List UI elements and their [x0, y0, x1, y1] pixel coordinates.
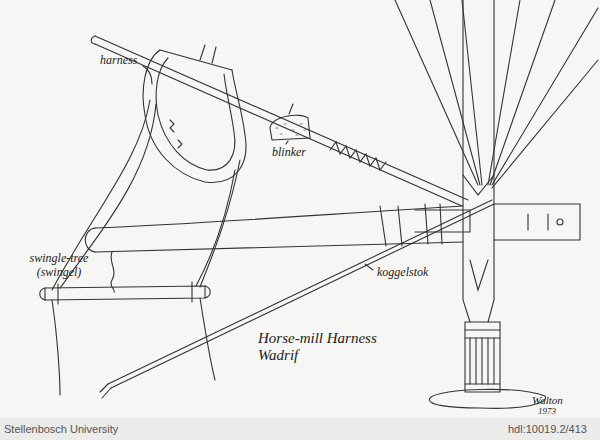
part-label: koggelstok — [377, 266, 428, 280]
institution-label: Stellenbosch University — [4, 423, 118, 436]
part-label: harness — [100, 54, 137, 68]
artist-signature: Walton — [532, 394, 563, 407]
part-label: blinker — [272, 146, 306, 160]
part-label: swingle-tree (swingel) — [14, 252, 104, 280]
diagram-title: Horse-mill Harness Wadrif — [258, 330, 408, 365]
handle-label: hdl:10019.2/413 — [508, 423, 587, 436]
date-label: 1973 — [538, 406, 556, 416]
